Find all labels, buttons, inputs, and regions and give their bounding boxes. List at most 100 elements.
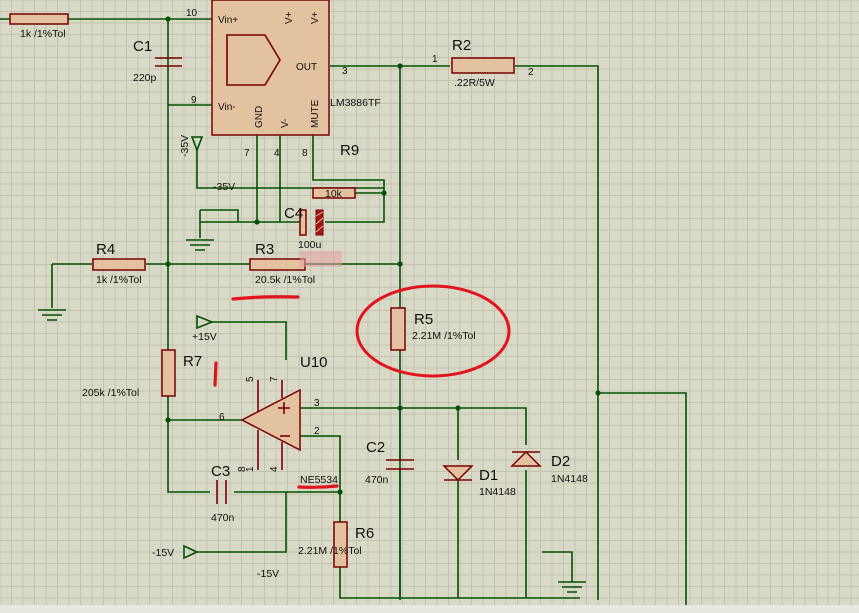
underline-mark bbox=[231, 295, 300, 301]
pin-number: 7 bbox=[244, 148, 250, 159]
junction-dot bbox=[165, 16, 171, 22]
selection-highlight bbox=[300, 251, 342, 267]
wire[interactable] bbox=[330, 65, 599, 600]
pin-number: 8 bbox=[237, 466, 248, 472]
r3-value: 20.5k /1%Tol bbox=[255, 274, 315, 286]
resistor-r5[interactable] bbox=[390, 307, 406, 351]
pin-number: 9 bbox=[191, 95, 197, 106]
pin-label: V+ bbox=[284, 11, 295, 24]
pin-number: 1 bbox=[245, 466, 256, 472]
junction-dot bbox=[455, 405, 461, 411]
u10-part: NE5534 bbox=[300, 474, 338, 486]
capacitor-c2[interactable] bbox=[386, 459, 414, 470]
d2-ref: D2 bbox=[551, 453, 570, 470]
pin-number: 3 bbox=[314, 398, 320, 409]
pin-label: OUT bbox=[296, 62, 317, 73]
c4-value: 100u bbox=[298, 239, 322, 251]
neg15-rail-icon bbox=[183, 544, 199, 560]
wire[interactable] bbox=[212, 321, 287, 360]
pin-number: 1 bbox=[432, 54, 438, 65]
wire[interactable] bbox=[256, 135, 281, 222]
neg35-label: -35V bbox=[213, 181, 235, 193]
c4-ref: C4 bbox=[284, 205, 303, 222]
pin-number: 8 bbox=[302, 148, 308, 159]
red-annotations bbox=[213, 284, 511, 489]
resistor-r6[interactable] bbox=[333, 521, 348, 568]
pin-label: MUTE bbox=[310, 99, 321, 128]
wire[interactable] bbox=[300, 407, 527, 445]
wire[interactable] bbox=[196, 135, 385, 189]
ground-icon bbox=[186, 239, 214, 251]
r5-ref: R5 bbox=[414, 311, 433, 328]
pin-number: 5 bbox=[245, 376, 256, 382]
neg35-rail-icon bbox=[190, 136, 204, 153]
c2-ref: C2 bbox=[366, 439, 385, 456]
pin-number: 4 bbox=[274, 148, 280, 159]
resistor-r7[interactable] bbox=[161, 349, 176, 397]
diode-d2[interactable] bbox=[510, 450, 542, 467]
pin-number: 10 bbox=[186, 8, 198, 19]
c1-value: 220p bbox=[133, 72, 157, 84]
r6-value: 2.21M /1%Tol bbox=[298, 545, 362, 557]
junction-dot bbox=[397, 405, 403, 411]
d1-ref: D1 bbox=[479, 467, 498, 484]
resistor-r2[interactable] bbox=[451, 57, 515, 74]
capacitor-c3[interactable] bbox=[216, 480, 227, 504]
wire[interactable] bbox=[51, 263, 400, 308]
pin-number: 3 bbox=[342, 66, 348, 77]
pos15-rail-icon bbox=[196, 314, 215, 330]
junction-dot bbox=[165, 417, 171, 423]
capacitor-c1[interactable] bbox=[155, 57, 182, 67]
pin-number: 6 bbox=[219, 412, 225, 423]
junction-dot bbox=[254, 219, 260, 225]
d2-value: 1N4148 bbox=[551, 473, 588, 485]
wire[interactable] bbox=[280, 188, 385, 223]
ground-icon bbox=[38, 309, 66, 321]
pin-number: 4 bbox=[269, 466, 280, 472]
ground-icon bbox=[558, 581, 586, 593]
opamp-u10[interactable] bbox=[240, 380, 301, 470]
d1-value: 1N4148 bbox=[479, 486, 516, 498]
pin-label: Vin- bbox=[218, 102, 236, 113]
u10-ref: U10 bbox=[300, 354, 328, 371]
pin-label: GND bbox=[254, 106, 265, 128]
junction-dot bbox=[397, 63, 403, 69]
diode-d1[interactable] bbox=[442, 465, 474, 482]
junctions bbox=[165, 16, 601, 495]
c1-ref: C1 bbox=[133, 38, 152, 55]
r2-ref: R2 bbox=[452, 37, 471, 54]
neg35-rail-label: -35V bbox=[179, 135, 191, 157]
ic-lm3886[interactable] bbox=[211, 0, 330, 136]
wire[interactable] bbox=[199, 209, 280, 238]
capacitor-negative-plate bbox=[315, 209, 324, 236]
resistor-r9[interactable] bbox=[312, 187, 356, 199]
resistor-r4[interactable] bbox=[92, 258, 146, 271]
wire[interactable] bbox=[197, 492, 287, 553]
wire[interactable] bbox=[167, 264, 340, 493]
junction-dot bbox=[381, 190, 387, 196]
pin-number: 7 bbox=[269, 376, 280, 382]
r6-ref: R6 bbox=[355, 525, 374, 542]
ic-part-name: LM3886TF bbox=[330, 97, 381, 109]
resistor-top-left[interactable] bbox=[9, 13, 69, 25]
c2-value: 470n bbox=[365, 474, 389, 486]
neg15-label-b: -15V bbox=[257, 568, 279, 580]
tick-mark bbox=[213, 361, 218, 387]
wire[interactable] bbox=[598, 392, 687, 613]
pin-number: 2 bbox=[528, 67, 534, 78]
status-strip bbox=[0, 605, 859, 613]
r4-value: 1k /1%Tol bbox=[96, 274, 142, 286]
pin-number: 2 bbox=[314, 426, 320, 437]
pin-label: V- bbox=[280, 119, 291, 128]
wire[interactable] bbox=[542, 551, 573, 582]
pos15-label: +15V bbox=[192, 331, 217, 343]
r7-value: 205k /1%Tol bbox=[82, 387, 139, 399]
resistor-r3[interactable] bbox=[249, 258, 306, 271]
r4-ref: R4 bbox=[96, 241, 115, 258]
junction-dot bbox=[595, 390, 601, 396]
capacitor-c4[interactable] bbox=[299, 209, 324, 236]
circle-highlight bbox=[355, 284, 511, 378]
